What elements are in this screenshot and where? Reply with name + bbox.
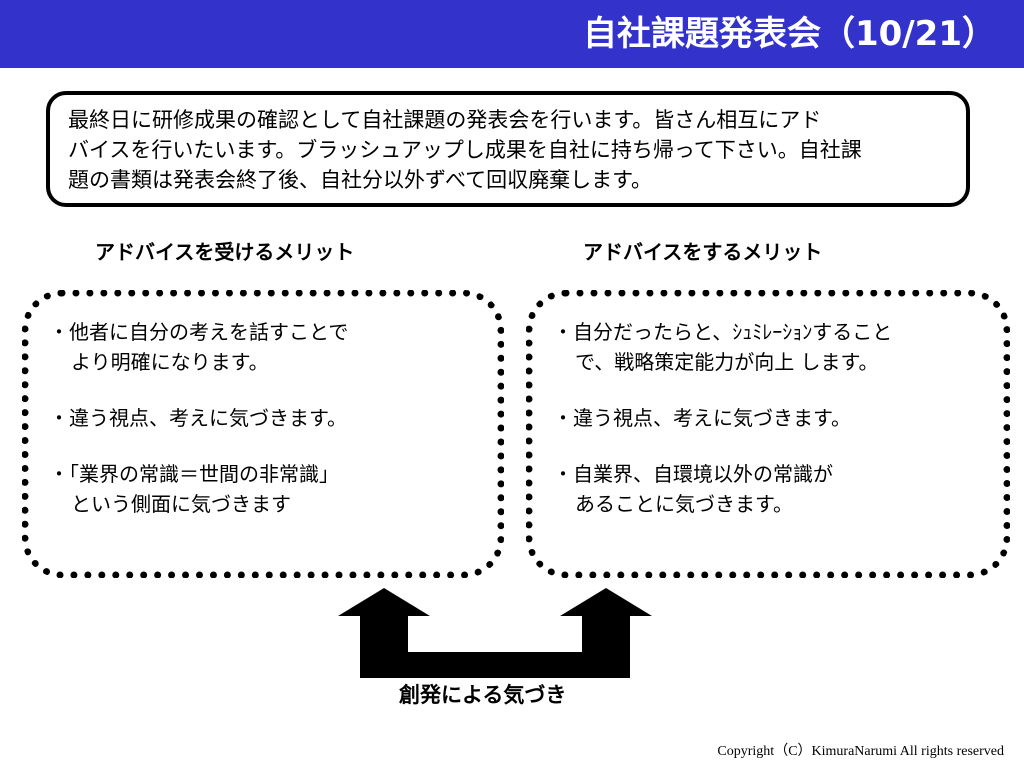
merit-line: ・自分だったらと、ｼｭﾐﾚｰｼｮﾝすること bbox=[553, 320, 893, 344]
up-arrow-left-icon bbox=[338, 588, 518, 678]
merit-line: ・違う視点、考えに気づきます。 bbox=[49, 406, 347, 430]
right-heading: アドバイスをするメリット bbox=[583, 240, 823, 264]
arrow-caption: 創発による気づき bbox=[399, 683, 567, 707]
right-merit-box: ・自分だったらと、ｼｭﾐﾚｰｼｮﾝすること で、戦略策定能力が向上 します。 ・… bbox=[526, 290, 1010, 578]
merit-line-continued: という側面に気づきます bbox=[71, 492, 291, 516]
list-item: ・自分だったらと、ｼｭﾐﾚｰｼｮﾝすること で、戦略策定能力が向上 します。 bbox=[553, 317, 991, 377]
intro-box: 最終日に研修成果の確認として自社課題の発表会を行います。皆さん相互にアド バイス… bbox=[46, 91, 970, 207]
intro-text: 最終日に研修成果の確認として自社課題の発表会を行います。皆さん相互にアド バイス… bbox=[68, 105, 952, 195]
merit-line: ・自業界、自環境以外の常識が bbox=[553, 462, 833, 486]
intro-line: バイスを行いたいます。ブラッシュアップし成果を自社に持ち帰って下さい。自社課 bbox=[68, 138, 862, 162]
merit-line-continued: より明確になります。 bbox=[71, 350, 269, 374]
list-item: ・違う視点、考えに気づきます。 bbox=[49, 403, 485, 433]
merit-line: ・違う視点、考えに気づきます。 bbox=[553, 406, 851, 430]
merit-line-continued: あることに気づきます。 bbox=[575, 492, 793, 516]
intro-line: 最終日に研修成果の確認として自社課題の発表会を行います。皆さん相互にアド bbox=[68, 108, 822, 132]
right-merit-list: ・自分だったらと、ｼｭﾐﾚｰｼｮﾝすること で、戦略策定能力が向上 します。 ・… bbox=[553, 317, 991, 519]
list-item: ・自業界、自環境以外の常識が あることに気づきます。 bbox=[553, 459, 991, 519]
left-merit-list: ・他者に自分の考えを話すことで より明確になります。 ・違う視点、考えに気づきま… bbox=[49, 317, 485, 519]
merit-line: ・他者に自分の考えを話すことで bbox=[49, 320, 349, 344]
list-item: ・他者に自分の考えを話すことで より明確になります。 bbox=[49, 317, 485, 377]
copyright-notice: Copyright（C）KimuraNarumi All rights rese… bbox=[717, 744, 1004, 759]
left-heading: アドバイスを受けるメリット bbox=[95, 240, 355, 264]
slide-title: 自社課題発表会（10/21） bbox=[582, 14, 996, 54]
double-arrow-icon bbox=[338, 588, 652, 678]
merit-line: ・「業界の常識＝世間の非常識」 bbox=[49, 462, 339, 486]
left-merit-box: ・他者に自分の考えを話すことで より明確になります。 ・違う視点、考えに気づきま… bbox=[22, 290, 504, 578]
intro-line: 題の書類は発表会終了後、自社分以外ずべて回収廃棄します。 bbox=[68, 168, 653, 192]
title-bar: 自社課題発表会（10/21） bbox=[0, 0, 1024, 68]
merit-line-continued: で、戦略策定能力が向上 します。 bbox=[575, 350, 879, 374]
list-item: ・違う視点、考えに気づきます。 bbox=[553, 403, 991, 433]
list-item: ・「業界の常識＝世間の非常識」 という側面に気づきます bbox=[49, 459, 485, 519]
up-arrow-right-icon bbox=[518, 588, 652, 678]
